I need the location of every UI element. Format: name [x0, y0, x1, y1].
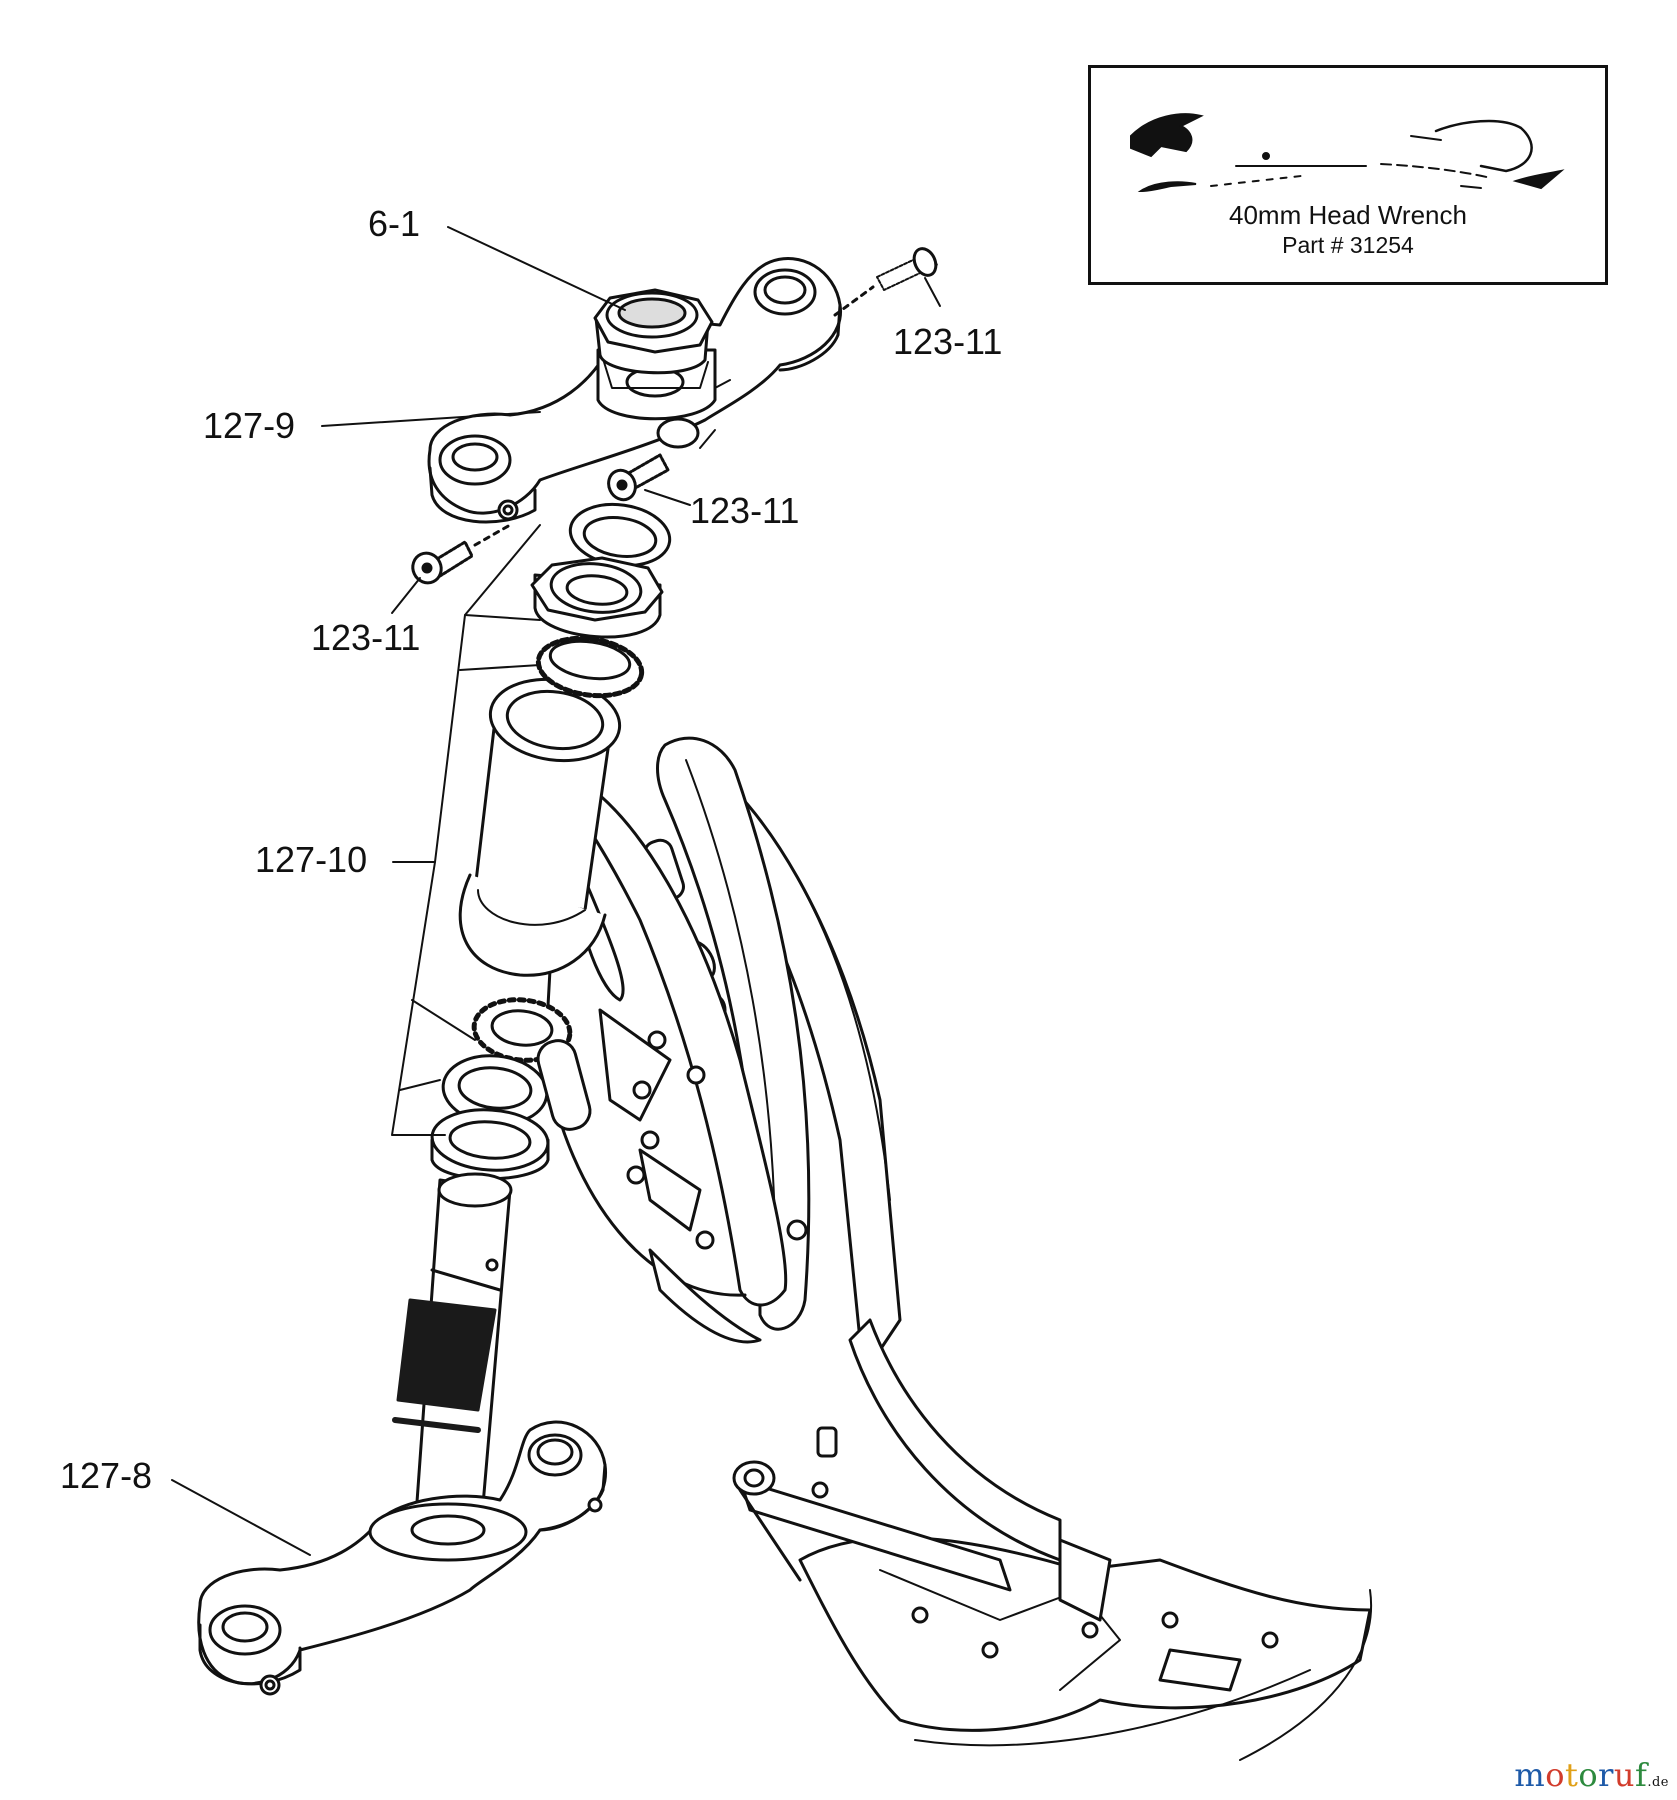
clamp-screw-right [833, 247, 938, 317]
callout-6-1: 6-1 [368, 203, 421, 244]
clamp-screw-left [411, 523, 512, 585]
clamp-screw-center [607, 453, 670, 502]
leader-lines [171, 226, 941, 1556]
steerer-tube [392, 1172, 513, 1542]
steerer-grip-band [396, 1298, 497, 1412]
callout-123-11-left: 123-11 [311, 617, 421, 658]
pivot-arms [732, 1318, 1112, 1622]
watermark-suffix: .de [1647, 1775, 1669, 1790]
tool-part-number: Part # 31254 [1282, 232, 1414, 258]
watermark-letter: o [1578, 1756, 1599, 1794]
head-wrench-icon [1130, 113, 1565, 193]
callout-127-8: 127-8 [60, 1455, 153, 1496]
watermark-letter: m [1514, 1756, 1546, 1794]
frame-base [798, 1536, 1373, 1761]
callout-123-11-right: 123-11 [893, 321, 1003, 362]
watermark-letter: t [1564, 1756, 1579, 1794]
watermark-letter: r [1598, 1756, 1614, 1794]
lower-triple-clamp [197, 1420, 608, 1696]
watermark-logo: motoruf.de [1514, 1756, 1669, 1794]
callout-127-10: 127-10 [255, 839, 368, 880]
headset-crown-race [430, 1108, 550, 1181]
watermark-letter: f [1635, 1756, 1648, 1794]
tool-name: 40mm Head Wrench [1229, 200, 1467, 230]
tool-inset-box: 40mm Head Wrench Part # 31254 [1088, 65, 1608, 285]
headset-top-nut [530, 556, 664, 639]
headset-upper-bearing [535, 635, 645, 699]
head-tube-pivot-boss [536, 1039, 592, 1131]
lock-nut [593, 288, 714, 389]
watermark-brand: motoruf [1514, 1756, 1647, 1794]
watermark-letter: o [1545, 1756, 1565, 1794]
watermark-letter: u [1613, 1756, 1635, 1794]
callout-123-11-center: 123-11 [690, 490, 800, 531]
callout-127-9: 127-9 [203, 405, 296, 446]
